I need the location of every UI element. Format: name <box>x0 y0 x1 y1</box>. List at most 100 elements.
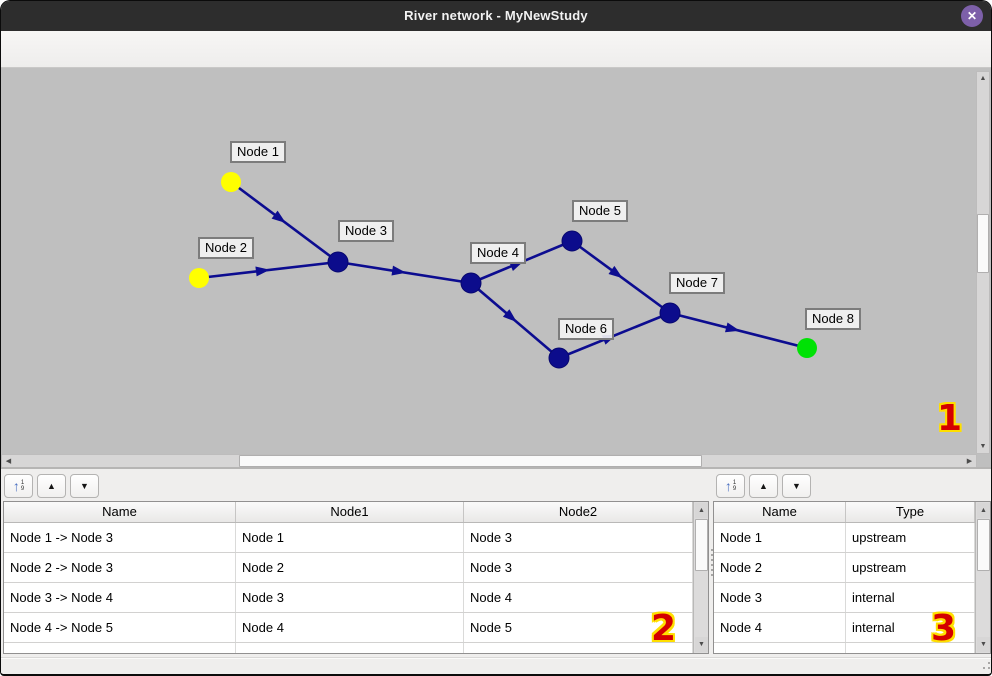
cell[interactable]: Node 5 <box>464 613 693 642</box>
edge[interactable] <box>571 239 671 315</box>
links-table-vscrollbar[interactable]: ▲ ▼ <box>693 502 708 653</box>
hscroll-thumb[interactable] <box>239 455 702 467</box>
nodes-move-up-button[interactable]: ▲ <box>749 474 778 498</box>
column-header[interactable]: Node1 <box>236 502 464 522</box>
cell[interactable]: Node 4 -> Node 5 <box>4 613 236 642</box>
cell[interactable]: internal <box>846 613 975 642</box>
main-toolbar <box>1 31 991 88</box>
node-label[interactable]: Node 8 <box>805 308 861 330</box>
nodes-move-down-button[interactable]: ▼ <box>782 474 811 498</box>
cell[interactable]: Node 4 <box>236 613 464 642</box>
cell[interactable] <box>4 643 236 653</box>
cell[interactable]: Node 1 -> Node 3 <box>4 523 236 552</box>
cell[interactable] <box>464 643 693 653</box>
resize-grip-icon[interactable] <box>983 667 985 669</box>
node-label[interactable]: Node 5 <box>572 200 628 222</box>
cell[interactable]: Node 3 <box>714 583 846 612</box>
arrow-down-icon: ▼ <box>698 641 705 648</box>
cell[interactable]: Node 4 <box>464 583 693 612</box>
network-node[interactable] <box>327 251 349 273</box>
cell[interactable] <box>236 643 464 653</box>
edge[interactable] <box>230 180 339 264</box>
edge[interactable] <box>198 260 339 280</box>
cell[interactable]: upstream <box>846 553 975 582</box>
panel-splitter-handle[interactable] <box>711 549 713 551</box>
canvas-vscrollbar[interactable]: ▲ ▼ <box>976 71 990 454</box>
network-node[interactable] <box>659 302 681 324</box>
sort-bottom-digit: 9 <box>20 486 25 492</box>
network-node[interactable] <box>460 272 482 294</box>
column-header[interactable]: Name <box>4 502 236 522</box>
vscroll-thumb[interactable] <box>695 519 708 571</box>
cell[interactable]: Node 1 <box>236 523 464 552</box>
cell[interactable]: Node 3 <box>236 583 464 612</box>
network-node[interactable] <box>189 268 209 288</box>
cell[interactable]: Node 4 <box>714 613 846 642</box>
close-button[interactable]: ✕ <box>961 5 983 27</box>
edge[interactable] <box>470 282 560 359</box>
edge[interactable] <box>669 311 808 350</box>
column-header[interactable]: Type <box>846 502 975 522</box>
cell[interactable]: Node 3 <box>464 523 693 552</box>
node-label[interactable]: Node 6 <box>558 318 614 340</box>
cell[interactable]: Node 2 <box>236 553 464 582</box>
links-move-down-button[interactable]: ▼ <box>70 474 99 498</box>
network-canvas[interactable]: Node 1 Node 2 Node 3 Node 4 Node 5 Node 6 Node… <box>1 68 991 468</box>
node-label[interactable]: Node 3 <box>338 220 394 242</box>
cell[interactable]: upstream <box>846 523 975 552</box>
scroll-down-button[interactable]: ▼ <box>977 637 990 652</box>
nodes-table-vscrollbar[interactable]: ▲ ▼ <box>975 502 990 653</box>
cell[interactable]: internal <box>846 583 975 612</box>
network-node[interactable] <box>797 338 817 358</box>
table-row[interactable] <box>714 643 990 653</box>
cell[interactable]: Node 1 <box>714 523 846 552</box>
edge[interactable] <box>337 260 472 285</box>
cell[interactable]: Node 2 <box>714 553 846 582</box>
network-node[interactable] <box>561 230 583 252</box>
scroll-left-button[interactable]: ◀ <box>2 455 15 467</box>
cell[interactable]: Node 2 -> Node 3 <box>4 553 236 582</box>
scroll-up-button[interactable]: ▲ <box>977 503 990 518</box>
scroll-right-button[interactable]: ▶ <box>963 455 976 467</box>
vscroll-thumb[interactable] <box>977 214 989 273</box>
links-move-up-button[interactable]: ▲ <box>37 474 66 498</box>
node-label[interactable]: Node 4 <box>470 242 526 264</box>
scroll-up-button[interactable]: ▲ <box>977 72 989 85</box>
scroll-down-button[interactable]: ▼ <box>977 440 989 453</box>
node-label[interactable]: Node 7 <box>669 272 725 294</box>
canvas-hscrollbar[interactable]: ◀ ▶ <box>1 454 977 468</box>
cell[interactable] <box>714 643 846 653</box>
scroll-down-button[interactable]: ▼ <box>695 637 708 652</box>
edge-arrow-icon <box>391 265 407 276</box>
table-row[interactable] <box>4 643 708 653</box>
scroll-up-button[interactable]: ▲ <box>695 503 708 518</box>
vscroll-thumb[interactable] <box>977 519 990 571</box>
cell[interactable] <box>846 643 975 653</box>
column-header[interactable]: Node2 <box>464 502 693 522</box>
network-node[interactable] <box>221 172 241 192</box>
splitter[interactable] <box>1 467 991 469</box>
node-label[interactable]: Node 2 <box>198 237 254 259</box>
title-bar[interactable]: River network - MyNewStudy ✕ <box>1 1 991 31</box>
edge-arrow-icon <box>502 309 517 322</box>
cell[interactable]: Node 3 -> Node 4 <box>4 583 236 612</box>
column-header[interactable]: Name <box>714 502 846 522</box>
network-node[interactable] <box>548 347 570 369</box>
cell[interactable]: Node 3 <box>464 553 693 582</box>
node-label[interactable]: Node 1 <box>230 141 286 163</box>
sort-top-digit: 1 <box>20 480 25 486</box>
